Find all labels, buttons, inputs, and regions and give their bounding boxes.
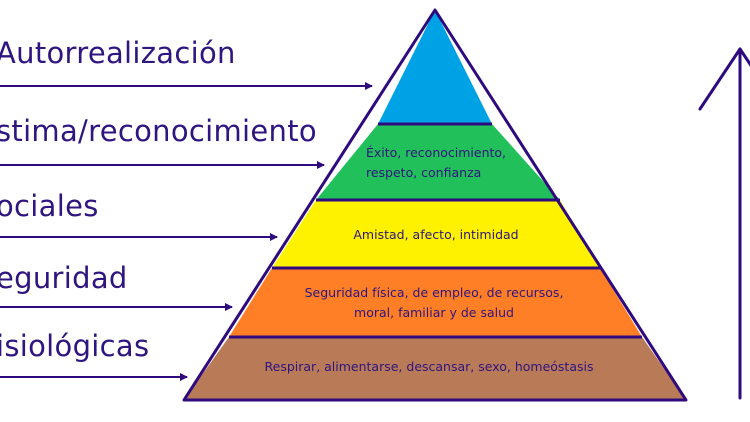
desc-fisiologicas: Respirar, alimentarse, descansar, sexo, … bbox=[264, 359, 594, 374]
label-fisiologicas: isiológicas bbox=[0, 329, 150, 363]
desc-sociales: Amistad, afecto, intimidad bbox=[353, 227, 519, 242]
desc-seguridad: Seguridad física, de empleo, de recursos… bbox=[304, 285, 564, 320]
label-seguridad: eguridad bbox=[0, 261, 128, 295]
level-estima bbox=[316, 124, 560, 200]
label-autorrealizacion: Autorrealización bbox=[0, 36, 236, 70]
label-sociales: ociales bbox=[0, 189, 99, 223]
label-estima: stima/reconocimiento bbox=[0, 114, 317, 148]
level-fisiologicas bbox=[184, 337, 686, 400]
level-sociales bbox=[272, 200, 600, 268]
desc-estima: Éxito, reconocimiento, respeto, confianz… bbox=[365, 145, 507, 180]
level-autorrealizacion bbox=[378, 10, 492, 124]
up-arrow bbox=[698, 47, 750, 400]
pyramid-outline bbox=[182, 8, 688, 402]
level-seguridad bbox=[229, 268, 642, 337]
